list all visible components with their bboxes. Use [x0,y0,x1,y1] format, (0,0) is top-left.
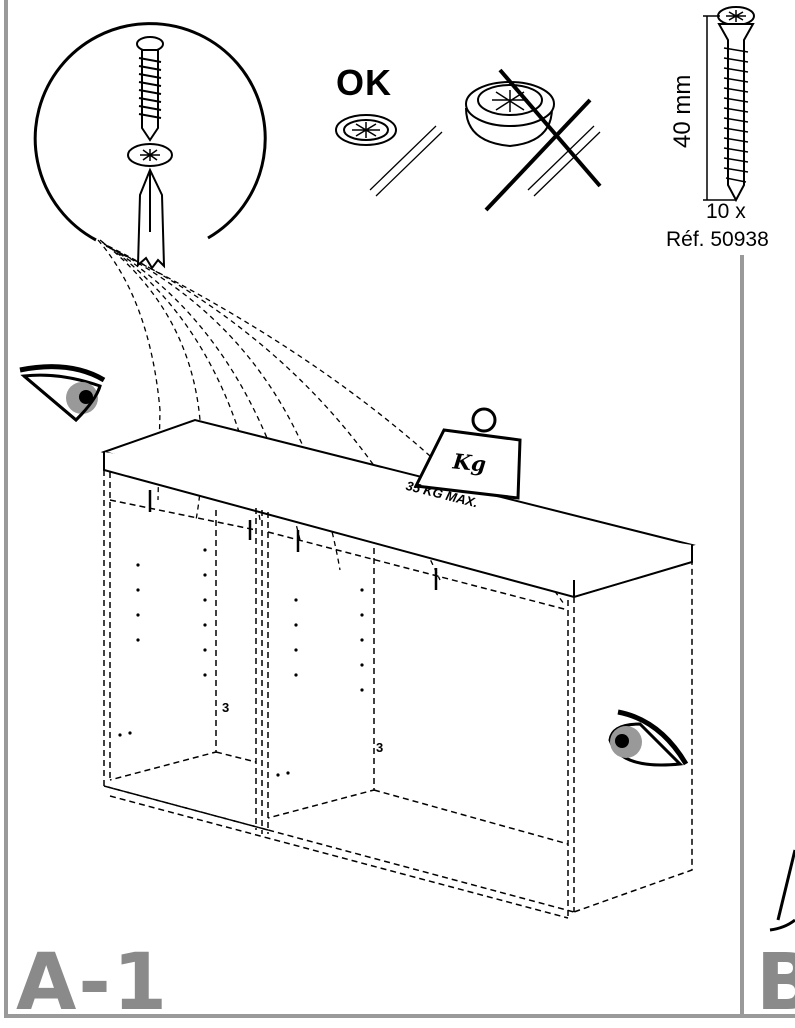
step-label-next: B [756,938,795,1028]
eye-icon-right [608,709,689,767]
weight-unit-label: Kg [451,448,488,477]
surface-lines-wrong [527,125,601,197]
countertop-screws [148,490,438,590]
eye-icon-partial [769,849,795,932]
surface-lines-ok [369,125,443,197]
screwdriver-icon [136,167,166,270]
screw-head-ok-icon [335,114,397,146]
screw-spec-icon [717,6,755,203]
page-frame [4,0,795,1018]
screw-detail-icon [127,36,173,167]
screw-quantity-label: 10 x [706,200,746,223]
cabinet-countertop [100,418,696,599]
screw-length-dimension [703,15,736,201]
magnifier-circle [33,22,267,242]
weight-icon [413,407,522,500]
screw-reference-label: Réf. 50938 [666,228,769,251]
screw-head-wrong-icon [465,81,555,148]
hole-marker: 3 [222,700,230,715]
shelf-pin-holes [118,548,364,777]
wrong-cross-icon [484,68,602,212]
screw-length-label: 40 mm [669,74,696,148]
hole-marker: 3 [376,740,384,755]
eye-icon-left [19,364,106,423]
ok-label: OK [336,62,392,103]
cabinet-body-outline [103,470,693,919]
step-label-current: A-1 [16,938,170,1028]
